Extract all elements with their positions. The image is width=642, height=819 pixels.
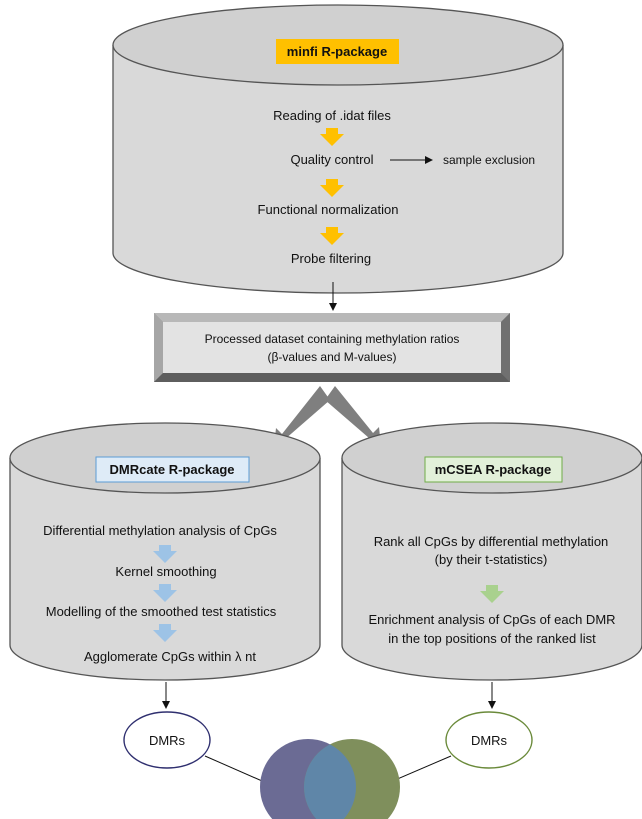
left-dmrs-label: DMRs bbox=[149, 733, 186, 748]
step-enrichment-line-2: in the top positions of the ranked list bbox=[388, 631, 596, 646]
green-down-arrow-icon bbox=[480, 585, 504, 603]
step-reading-idat: Reading of .idat files bbox=[273, 108, 391, 123]
left-dmrs-ellipse bbox=[123, 711, 211, 769]
minfi-label-box bbox=[276, 39, 399, 64]
step-rank-line-1: Rank all CpGs by differential methylatio… bbox=[374, 534, 609, 549]
dmrcate-label: DMRcate R-package bbox=[110, 462, 235, 477]
step-probe-filtering: Probe filtering bbox=[291, 251, 371, 266]
blue-down-arrow-icon bbox=[153, 584, 177, 602]
minfi-label: minfi R-package bbox=[287, 44, 387, 59]
step-kernel-smoothing: Kernel smoothing bbox=[115, 564, 216, 579]
sample-exclusion-note: sample exclusion bbox=[443, 153, 535, 167]
venn-overlap bbox=[304, 739, 356, 819]
step-modelling: Modelling of the smoothed test statistic… bbox=[46, 604, 277, 619]
processed-line-1: Processed dataset containing methylation… bbox=[205, 332, 460, 346]
processed-line-2: (β-values and M-values) bbox=[268, 350, 397, 364]
split-arrow-icon bbox=[274, 386, 381, 449]
processed-dataset-box bbox=[154, 313, 510, 382]
step-diff-methylation: Differential methylation analysis of CpG… bbox=[43, 523, 277, 538]
minfi-cylinder bbox=[112, 4, 564, 294]
blue-down-arrow-icon bbox=[153, 624, 177, 642]
venn-diagram bbox=[260, 739, 400, 819]
right-dmrs-label: DMRs bbox=[471, 733, 508, 748]
yellow-down-arrow-icon bbox=[320, 227, 344, 245]
mcsea-label-box bbox=[424, 456, 563, 483]
step-enrichment-line-1: Enrichment analysis of CpGs of each DMR bbox=[368, 612, 615, 627]
blue-down-arrow-icon bbox=[153, 545, 177, 563]
yellow-down-arrow-icon bbox=[320, 128, 344, 146]
dmrcate-label-box bbox=[95, 456, 250, 483]
step-agglomerate: Agglomerate CpGs within λ nt bbox=[84, 649, 256, 664]
right-dmrs-ellipse bbox=[445, 711, 533, 769]
step-functional-normalization: Functional normalization bbox=[258, 202, 399, 217]
yellow-down-arrow-icon bbox=[320, 179, 344, 197]
mcsea-label: mCSEA R-package bbox=[435, 462, 552, 477]
step-quality-control: Quality control bbox=[290, 152, 373, 167]
step-rank-line-2: (by their t-statistics) bbox=[435, 552, 548, 567]
